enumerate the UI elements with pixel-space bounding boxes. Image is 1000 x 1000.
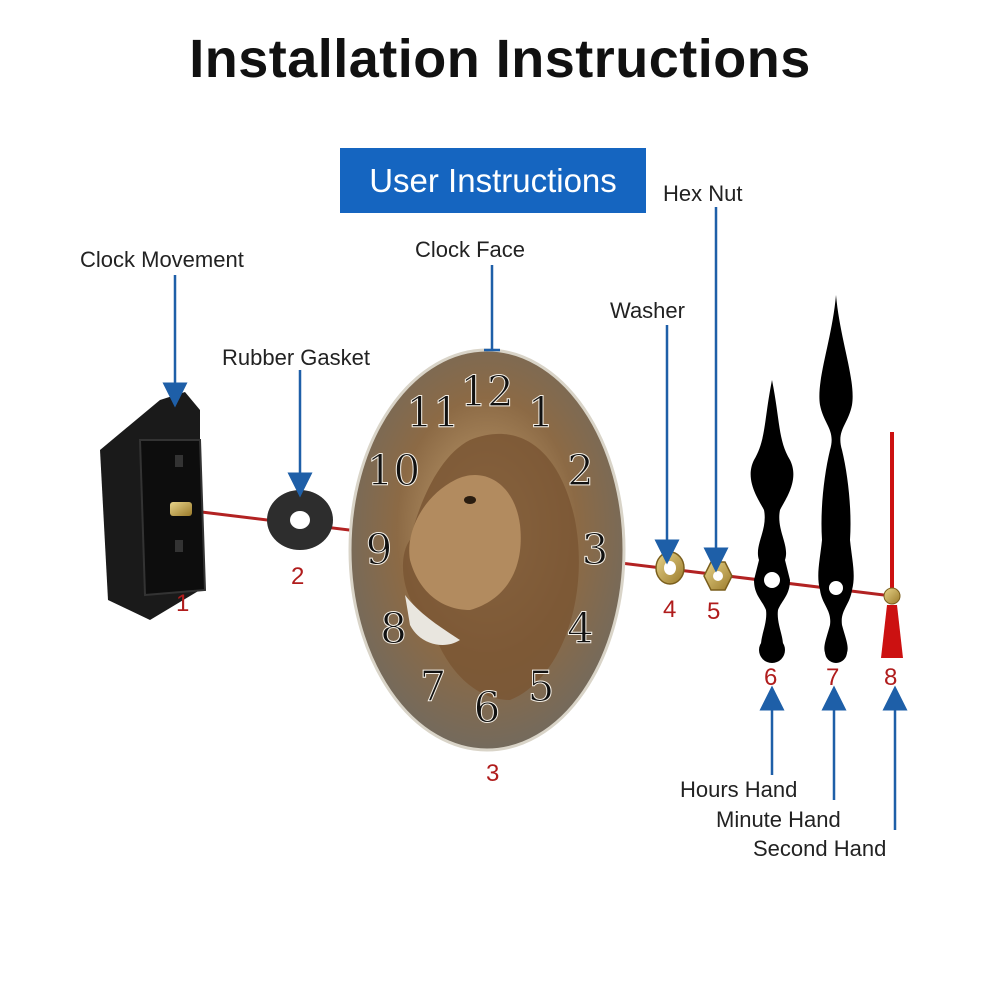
label-washer: Washer bbox=[610, 298, 685, 323]
part-number-6: 6 bbox=[764, 664, 778, 691]
label-rubber-gasket: Rubber Gasket bbox=[222, 345, 370, 370]
label-hours-hand: Hours Hand bbox=[680, 777, 798, 802]
part-number-7: 7 bbox=[826, 664, 840, 691]
clock-numeral: 7 bbox=[420, 662, 447, 711]
label-minute-hand: Minute Hand bbox=[716, 807, 841, 832]
clock-numeral: 12 bbox=[460, 367, 513, 416]
second-hand-part bbox=[881, 432, 903, 658]
hex-nut-part bbox=[703, 561, 733, 591]
clock-numeral: 10 bbox=[367, 446, 420, 495]
lion-illustration bbox=[402, 433, 579, 700]
clock-numeral: 8 bbox=[380, 604, 407, 653]
part-number-1: 1 bbox=[176, 590, 190, 617]
page-title: Installation Instructions bbox=[189, 29, 811, 89]
clock-numeral: 5 bbox=[528, 662, 555, 711]
clock-numeral: 11 bbox=[406, 388, 459, 437]
part-number-2: 2 bbox=[291, 563, 305, 590]
label-clock-movement: Clock Movement bbox=[80, 247, 244, 272]
label-hex-nut: Hex Nut bbox=[663, 181, 743, 206]
user-instructions-banner: User Instructions bbox=[340, 148, 646, 213]
label-second-hand: Second Hand bbox=[753, 836, 887, 861]
clock-numeral: 9 bbox=[366, 525, 393, 574]
clock-movement-part bbox=[100, 392, 207, 620]
hours-hand-part bbox=[750, 380, 794, 663]
part-number-5: 5 bbox=[707, 598, 721, 625]
minute-hand-part bbox=[818, 295, 854, 663]
clock-numeral: 2 bbox=[567, 446, 594, 495]
part-number-8: 8 bbox=[884, 664, 898, 691]
part-number-4: 4 bbox=[663, 596, 677, 623]
clock-numeral: 6 bbox=[474, 683, 501, 732]
part-number-3: 3 bbox=[486, 760, 500, 787]
clock-numeral: 1 bbox=[528, 388, 555, 437]
clock-numeral: 3 bbox=[582, 525, 609, 574]
clock-numeral: 4 bbox=[567, 604, 594, 653]
label-clock-face: Clock Face bbox=[415, 237, 526, 262]
rubber-gasket-part bbox=[267, 490, 333, 550]
washer-part bbox=[655, 551, 685, 585]
